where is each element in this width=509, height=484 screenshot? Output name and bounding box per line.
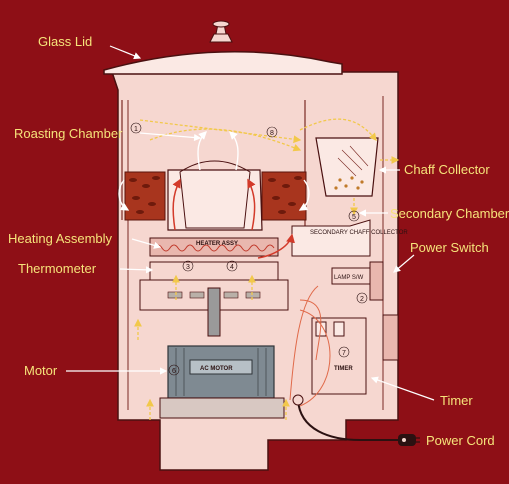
motor-fins <box>175 348 267 396</box>
lamp-sw-label: LAMP S/W <box>334 275 364 281</box>
timer-inner-label: TIMER <box>334 366 353 372</box>
motor-shaft <box>207 287 221 337</box>
power-plug <box>398 434 420 446</box>
thermometer-housing <box>149 261 279 281</box>
white-arrows <box>118 131 310 211</box>
glass-lid-label: Glass Lid <box>38 34 92 49</box>
svg-text:3: 3 <box>186 264 190 271</box>
svg-text:8: 8 <box>270 130 274 137</box>
glass-lid <box>103 50 343 75</box>
bean-texture <box>129 176 302 214</box>
heater-coil <box>153 244 275 252</box>
svg-text:4: 4 <box>230 264 234 271</box>
part-numbers: 1 2 3 4 5 6 7 8 <box>130 122 368 376</box>
power-cord-wire <box>297 399 398 441</box>
svg-text:6: 6 <box>172 368 176 375</box>
timer-knob-housing <box>382 314 399 361</box>
motor-base <box>159 397 285 419</box>
svg-text:1: 1 <box>134 126 138 133</box>
switch-housing <box>369 261 384 301</box>
chaff-mesh <box>337 145 369 177</box>
svg-text:5: 5 <box>352 214 356 221</box>
svg-text:2: 2 <box>360 296 364 303</box>
airflow-arrows <box>134 118 400 420</box>
secondary-chamber <box>291 219 371 257</box>
thermometer-label: Thermometer <box>18 261 97 276</box>
hot-air-arrows <box>172 178 295 259</box>
timer-contact-2 <box>333 321 345 337</box>
secondary-chamber-label: Secondary Chamber <box>390 206 509 221</box>
heating-assembly-label: Heating Assembly <box>8 231 113 246</box>
power-cord-label: Power Cord <box>426 433 495 448</box>
center-funnel <box>167 169 263 231</box>
motor-label-plate <box>189 359 253 375</box>
chaff-particles <box>334 176 364 190</box>
wiring <box>289 285 331 407</box>
heater-assy-label: HEATER ASSY <box>196 241 238 247</box>
funnel-inner <box>179 160 251 229</box>
ac-motor-label: AC MOTOR <box>200 366 233 372</box>
leader-lines <box>66 45 435 401</box>
cord-grommet <box>292 394 304 406</box>
lid-knob-top <box>212 20 230 28</box>
svg-text:7: 7 <box>342 350 346 357</box>
secondary-chaff-collector-label: SECONDARY CHAFF COLLECTOR <box>310 230 408 236</box>
timer-label: Timer <box>440 393 473 408</box>
chaff-collector-label: Chaff Collector <box>404 162 490 177</box>
motor-label: Motor <box>24 363 58 378</box>
fan-blades <box>167 291 261 299</box>
power-switch-label: Power Switch <box>410 240 489 255</box>
lamp-switch <box>331 267 371 285</box>
roasting-chamber-label: Roasting Chamber <box>14 126 123 141</box>
